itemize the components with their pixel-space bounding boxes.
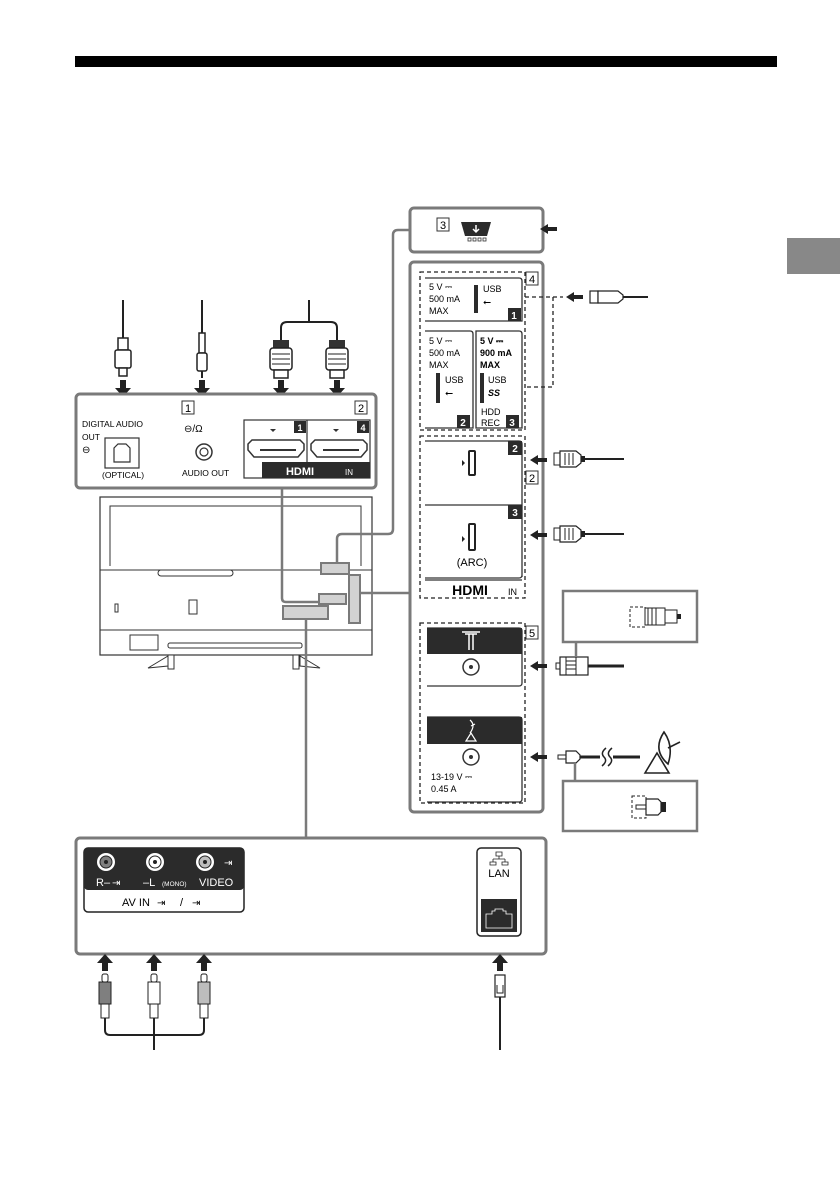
highlight-bottom-panel — [282, 605, 329, 620]
usb-port-2[interactable] — [436, 373, 440, 403]
highlight-card-slot — [320, 562, 350, 575]
usb-cable-plug — [589, 290, 599, 304]
hdmi-side-logo: HDMI — [452, 582, 488, 598]
callout-3: 3 — [440, 220, 446, 232]
video-jack[interactable] — [203, 860, 207, 864]
usb2-label: USB — [445, 375, 464, 385]
hdmi-port-num-1: 1 — [297, 423, 302, 433]
usb3-rec-label: REC — [481, 418, 501, 428]
arc-label: (ARC) — [457, 557, 488, 569]
usb2-voltage: 5 V ⎓ — [429, 336, 452, 346]
hdmi-side-group: 2 2 3 (ARC) HDMI IN — [419, 435, 624, 599]
audio-out-label: AUDIO OUT — [182, 468, 229, 478]
hdmi-side-in: IN — [508, 587, 517, 597]
usb3-max: MAX — [480, 360, 500, 370]
satellite-voltage: 13-19 V ⎓ — [431, 772, 472, 782]
headphone-icon: ⊖/Ω — [184, 424, 203, 435]
audio-l-jack[interactable] — [153, 860, 157, 864]
bottom-connector-panel: ⇥ R– ⇥ –L (MONO) VIDEO AV IN ⇥ / ⇥ LAN — [74, 836, 548, 956]
hdmi-side-number-3: 3 — [512, 508, 518, 519]
usb-group: 4 5 V ⎓ 500 mA MAX USB ⭠ 1 5 V ⎓ 500 mA … — [419, 271, 648, 431]
usb2-current: 500 mA — [429, 348, 460, 358]
callout-1: 1 — [185, 403, 191, 415]
usb-port-3[interactable] — [480, 373, 484, 403]
antenna-icon — [462, 631, 480, 650]
hdmi-port-4[interactable] — [310, 439, 368, 458]
section-tab — [787, 238, 840, 274]
arrow-left-icon — [530, 530, 547, 540]
usb3-label: USB — [488, 375, 507, 385]
usb-port-1[interactable] — [474, 285, 478, 313]
av-cable — [97, 954, 212, 1050]
hdmi-port-3[interactable] — [468, 523, 476, 551]
hdmi-in-label: IN — [345, 468, 353, 477]
usb3-voltage: 5 V ⎓ — [480, 336, 504, 346]
hdmi-cable-pair — [269, 300, 349, 379]
usb3-current: 900 mA — [480, 348, 513, 358]
arrows-top — [115, 380, 345, 397]
usb3-hdd-label: HDD — [481, 407, 501, 417]
usb1-number: 1 — [511, 311, 517, 322]
antenna-group: 5 13-19 V ⎓ 0.45 A — [419, 589, 699, 833]
digital-audio-label: DIGITAL AUDIO — [82, 419, 143, 429]
highlight-top-panel — [318, 593, 347, 605]
usb1-max: MAX — [429, 306, 449, 316]
callout-5: 5 — [529, 628, 535, 640]
av-in-label: AV IN — [122, 897, 150, 909]
av-video-label: VIDEO — [199, 877, 234, 889]
hdmi-port-2[interactable] — [468, 450, 476, 476]
satellite-dish-icon — [643, 751, 671, 774]
arrow-left-icon — [530, 752, 547, 762]
arrow-left-icon — [530, 661, 547, 671]
output-icon: ⊖ — [82, 445, 90, 456]
hdmi-port-1[interactable] — [247, 439, 305, 458]
usb2-max: MAX — [429, 360, 449, 370]
top-connector-panel: 1 2 DIGITAL AUDIO OUT ⊖ (OPTICAL) ⊖/Ω AU… — [74, 392, 378, 490]
satellite-icon — [464, 719, 478, 742]
optical-port[interactable] — [104, 437, 140, 469]
arrow-left-icon — [540, 224, 557, 234]
lan-label: LAN — [488, 868, 509, 880]
leader-lines — [280, 228, 410, 838]
digital-audio-out-label: OUT — [82, 432, 100, 442]
usb1-voltage: 5 V ⎓ — [429, 282, 452, 292]
lan-cable — [492, 954, 508, 1050]
usb-icon: ⭠ — [445, 388, 453, 399]
hdmi-side-number-2: 2 — [512, 444, 518, 455]
audio-r-jack[interactable] — [104, 860, 108, 864]
tv-rear-view — [99, 496, 373, 670]
av-mono-label: (MONO) — [162, 881, 187, 888]
av-separator: / — [180, 897, 184, 909]
input-icon: ⇥ — [157, 898, 165, 909]
av-l-label: –L — [143, 877, 155, 889]
optical-label: (OPTICAL) — [102, 470, 144, 480]
satellite-connector-detail — [561, 779, 699, 833]
header-rule — [75, 56, 777, 67]
highlight-side-panel — [348, 574, 361, 624]
optical-cable — [114, 300, 132, 377]
audio-cable — [196, 300, 208, 378]
usb2-number: 2 — [460, 418, 466, 429]
usb-icon: ⭠ — [483, 297, 491, 308]
callout-2: 2 — [358, 403, 364, 415]
satellite-current: 0.45 A — [431, 784, 457, 794]
usb1-current: 500 mA — [429, 294, 460, 304]
hdmi-port-num-4: 4 — [360, 423, 365, 433]
usb1-label: USB — [483, 284, 502, 294]
arrow-left-icon — [566, 292, 583, 302]
usb-ss-icon: SS — [488, 388, 500, 398]
av-r-label: R– — [96, 877, 111, 889]
lan-port[interactable] — [481, 899, 517, 932]
network-icon — [489, 851, 509, 866]
input-icon: ⇥ — [112, 878, 120, 889]
usb3-number: 3 — [509, 418, 515, 429]
input-icon: ⇥ — [192, 898, 200, 909]
input-icon: ⇥ — [224, 858, 232, 869]
arrow-left-icon — [530, 455, 547, 465]
callout-4: 4 — [529, 274, 535, 286]
callout-2-side: 2 — [529, 473, 535, 485]
hdmi-logo: HDMI — [286, 466, 314, 478]
card-slot-panel: 3 — [408, 206, 557, 254]
